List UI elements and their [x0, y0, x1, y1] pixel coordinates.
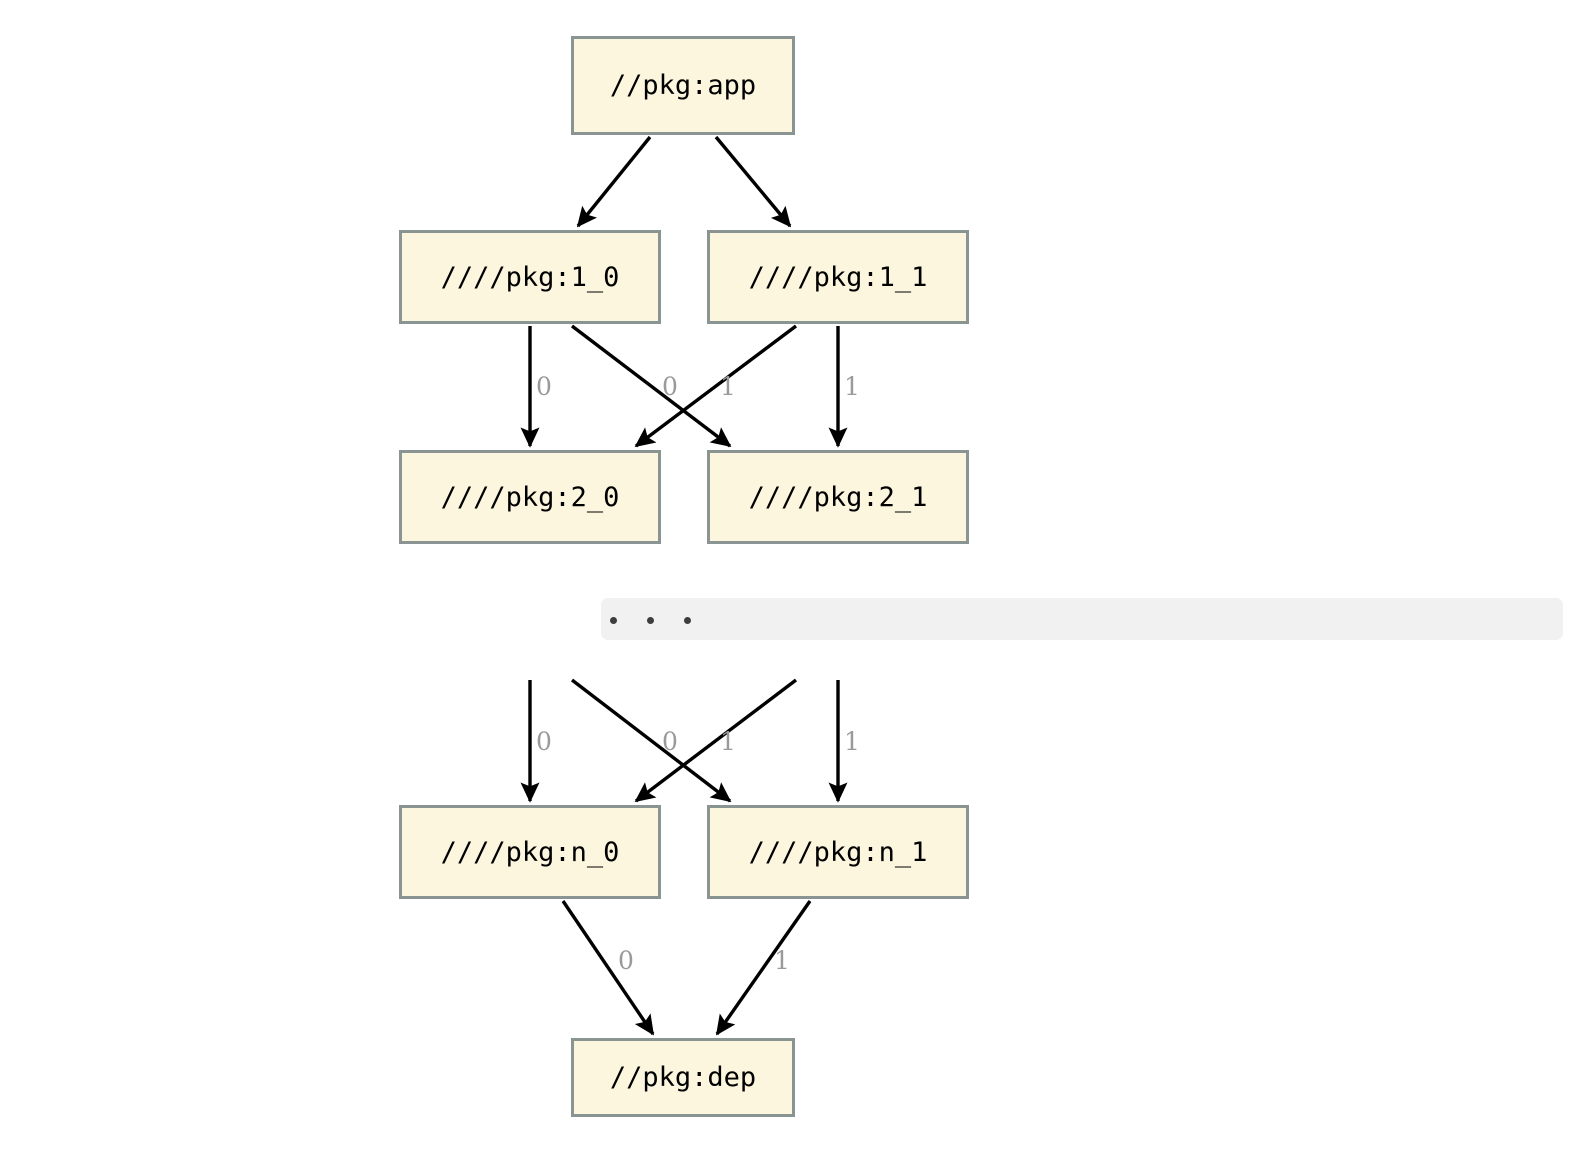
edge-label-n1_0-to-n2_1: 0 — [662, 372, 678, 401]
graph-edge-n1_1-to-n2_0 — [634, 324, 798, 448]
graph-node-label: //pkg:app — [609, 70, 757, 101]
graph-node-n2_1[interactable]: ////pkg:2_1 — [707, 450, 969, 544]
edge-label-hidden-right-to-nn_0: 1 — [720, 727, 736, 756]
graph-node-label: ////pkg:1_0 — [440, 261, 620, 293]
graph-node-nn_0[interactable]: ////pkg:n_0 — [399, 805, 661, 899]
edge-label-nn_1-to-dep: 1 — [774, 946, 790, 975]
ellipsis-dots — [610, 617, 691, 624]
graph-node-label: ////pkg:n_0 — [440, 836, 620, 868]
graph-edge-app-to-n1_1 — [714, 135, 792, 228]
graph-edge-nn_0-to-dep — [561, 900, 655, 1036]
ellipsis-dot — [610, 617, 617, 624]
edge-label-n1_1-to-n2_0: 1 — [720, 372, 736, 401]
graph-node-label: ////pkg:2_0 — [440, 481, 620, 513]
graph-node-dep[interactable]: //pkg:dep — [571, 1038, 795, 1117]
edge-label-hidden-right-to-nn_1: 1 — [844, 727, 860, 756]
graph-node-label: ////pkg:1_1 — [748, 261, 928, 293]
edge-group — [520, 135, 848, 1036]
graph-node-label: ////pkg:n_1 — [748, 836, 928, 868]
graph-edge-app-to-n1_0 — [576, 135, 652, 228]
graph-node-n2_0[interactable]: ////pkg:2_0 — [399, 450, 661, 544]
graph-edge-nn_1-to-dep — [715, 900, 812, 1036]
graph-edge-n1_0-to-n2_1 — [570, 324, 732, 448]
graph-edge-hidden-right-to-nn_0 — [634, 678, 798, 803]
edge-label-n1_1-to-n2_1: 1 — [844, 372, 860, 401]
graph-edge-hidden-left-to-nn_1 — [570, 678, 732, 803]
ellipsis-band — [601, 598, 1563, 640]
graph-node-app[interactable]: //pkg:app — [571, 36, 795, 135]
edge-label-n1_0-to-n2_0: 0 — [536, 372, 552, 401]
edge-label-nn_0-to-dep: 0 — [618, 946, 634, 975]
edge-label-hidden-left-to-nn_1: 0 — [662, 727, 678, 756]
ellipsis-dot — [647, 617, 654, 624]
graph-node-label: ////pkg:2_1 — [748, 481, 928, 513]
graph-node-n1_1[interactable]: ////pkg:1_1 — [707, 230, 969, 324]
graph-node-label: //pkg:dep — [609, 1062, 757, 1093]
edge-label-hidden-left-to-nn_0: 0 — [536, 727, 552, 756]
graph-node-n1_0[interactable]: ////pkg:1_0 — [399, 230, 661, 324]
graph-node-nn_1[interactable]: ////pkg:n_1 — [707, 805, 969, 899]
ellipsis-dot — [684, 617, 691, 624]
